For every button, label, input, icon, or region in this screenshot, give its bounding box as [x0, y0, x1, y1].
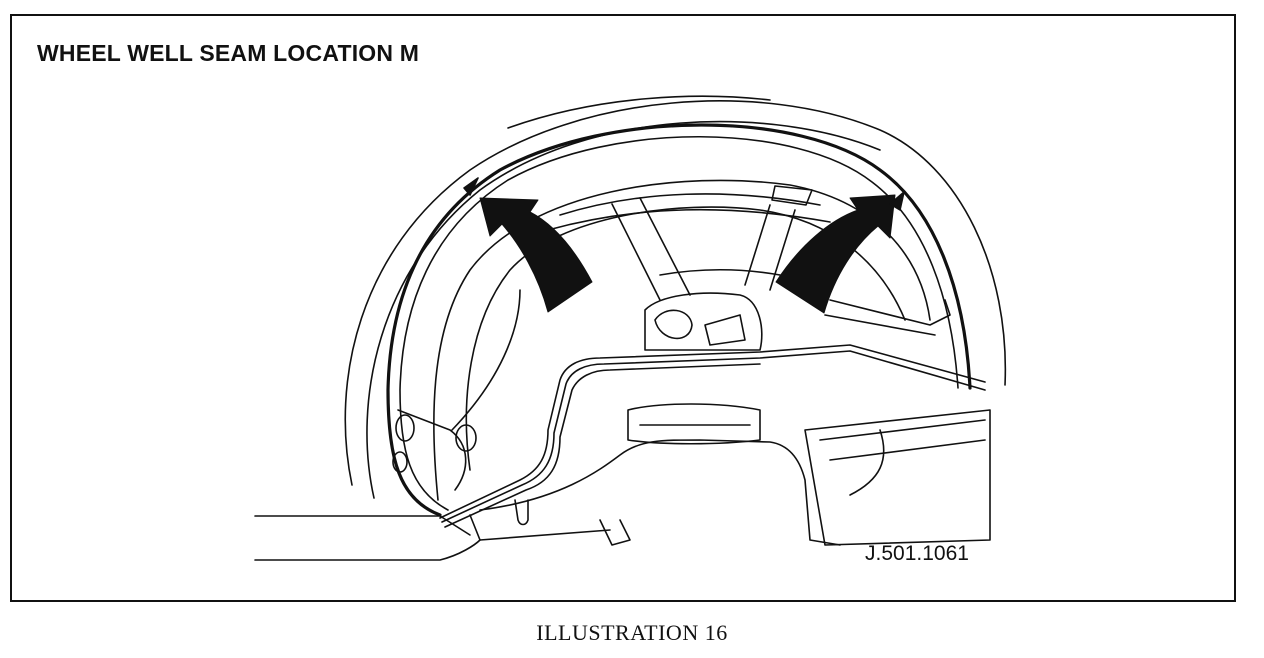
channel-line-3 — [444, 363, 761, 528]
right-sill-line-2 — [829, 439, 986, 461]
seam-inner-line — [399, 135, 959, 511]
left-hole-3 — [392, 451, 408, 473]
cross-line — [659, 268, 781, 276]
seam-arrowhead-left — [463, 177, 479, 196]
channel-line-1 — [439, 344, 986, 519]
lower-drop — [514, 499, 529, 526]
right-sill — [804, 409, 991, 546]
lower-edge — [469, 514, 611, 541]
diagram-title: WHEEL WELL SEAM LOCATION M — [37, 40, 420, 66]
rib-bracket — [771, 185, 813, 206]
inner-well-arc-4 — [547, 208, 831, 231]
right-panel-line — [824, 314, 936, 336]
wheel-well-seam — [386, 123, 972, 517]
rib-left-2 — [639, 197, 691, 296]
center-bracket — [644, 292, 763, 351]
inner-well-arc-3 — [559, 193, 821, 216]
figure-id: J.501.1061 — [865, 542, 969, 565]
upper-arc-fragment — [507, 95, 771, 129]
outer-fender-arc-2 — [366, 120, 881, 499]
arrow-left-icon — [479, 197, 593, 313]
left-panel — [397, 409, 467, 491]
right-inner-panel — [829, 299, 951, 326]
lower-bracket — [599, 519, 631, 546]
left-hole-2 — [455, 424, 477, 452]
seam-arrowhead-right — [889, 191, 905, 211]
arrow-right-icon — [775, 194, 896, 314]
channel-line-2 — [441, 350, 986, 523]
right-sill-line — [819, 419, 986, 441]
center-hole — [654, 309, 693, 340]
left-hole-1 — [395, 414, 415, 442]
illustration-frame: WHEEL WELL SEAM LOCATION M J.501.1061 — [10, 14, 1236, 602]
floor-line-2 — [254, 539, 481, 561]
center-notch — [704, 314, 746, 346]
illustration-caption: ILLUSTRATION 16 — [536, 620, 728, 645]
lower-sill — [479, 439, 841, 546]
lower-box — [627, 403, 761, 445]
rib-left — [611, 203, 661, 301]
floor-line-3 — [439, 515, 471, 536]
rib-right-2 — [769, 209, 796, 291]
right-sill-curve — [849, 429, 885, 496]
left-inner-arc — [451, 289, 521, 431]
outer-fender-arc — [344, 100, 1007, 486]
